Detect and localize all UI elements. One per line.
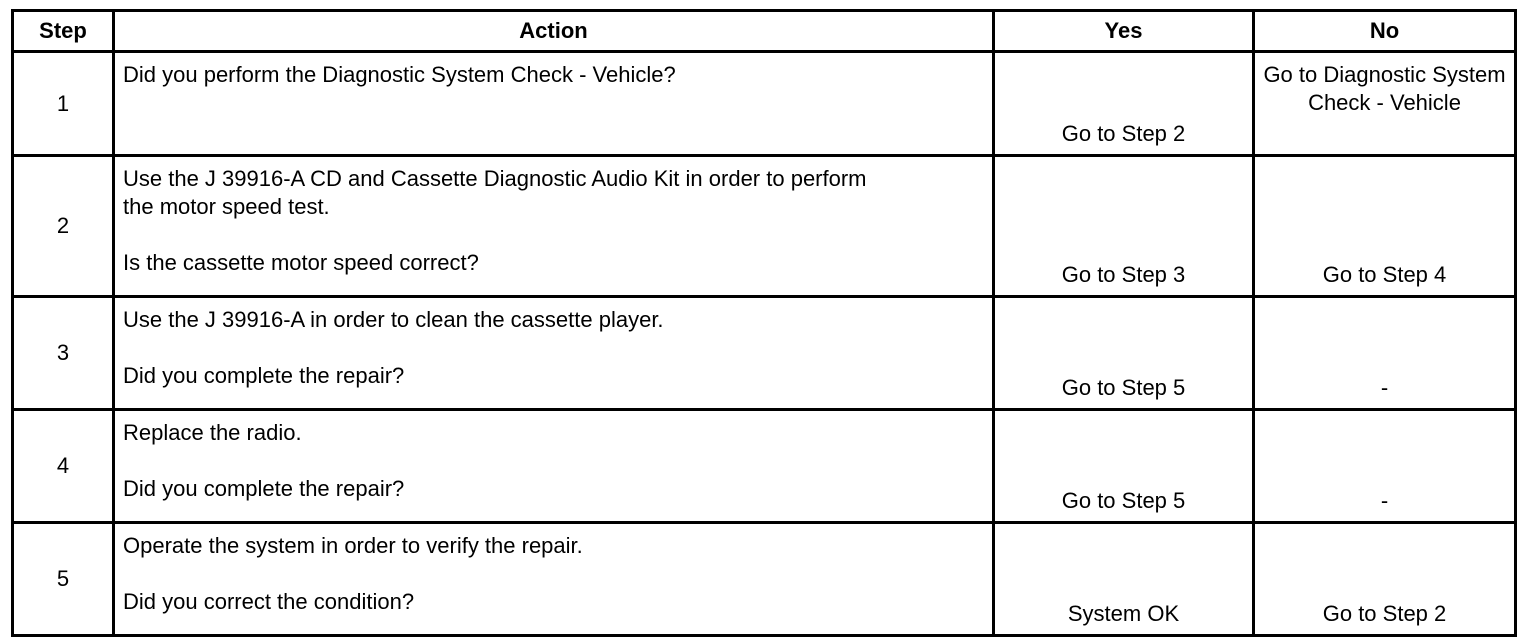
action-text: Did you perform the Diagnostic System Ch… bbox=[123, 62, 676, 87]
yes-cell: Go to Step 3 bbox=[992, 154, 1255, 298]
spacer bbox=[123, 447, 986, 475]
step-number: 4 bbox=[11, 408, 115, 524]
yes-cell: Go to Step 5 bbox=[992, 295, 1255, 411]
spacer bbox=[123, 221, 986, 249]
table-row: 2 Use the J 39916-A CD and Cassette Diag… bbox=[11, 154, 1517, 298]
step-number: 3 bbox=[11, 295, 115, 411]
action-text: Use the J 39916-A CD and Cassette Diagno… bbox=[123, 166, 867, 191]
table-row: 4 Replace the radio. Did you complete th… bbox=[11, 408, 1517, 524]
no-cell: Go to Step 4 bbox=[1252, 154, 1517, 298]
action-cell: Use the J 39916-A in order to clean the … bbox=[112, 295, 995, 411]
action-cell: Did you perform the Diagnostic System Ch… bbox=[112, 50, 995, 157]
header-step: Step bbox=[11, 9, 115, 53]
step-number: 5 bbox=[11, 521, 115, 637]
action-text: Replace the radio. bbox=[123, 420, 302, 445]
no-cell: - bbox=[1252, 408, 1517, 524]
action-cell: Operate the system in order to verify th… bbox=[112, 521, 995, 637]
header-yes: Yes bbox=[992, 9, 1255, 53]
no-text-line: Go to Diagnostic bbox=[1263, 62, 1427, 87]
diagnostic-table: Step Action Yes No 1 Did you perform the… bbox=[11, 9, 1517, 637]
table-row: 5 Operate the system in order to verify … bbox=[11, 521, 1517, 637]
header-action: Action bbox=[112, 9, 995, 53]
no-text-line: System Check - bbox=[1308, 62, 1506, 115]
table-row: 1 Did you perform the Diagnostic System … bbox=[11, 50, 1517, 157]
diagnostic-table-container: Step Action Yes No 1 Did you perform the… bbox=[11, 9, 1517, 637]
yes-cell: System OK bbox=[992, 521, 1255, 637]
no-cell: - bbox=[1252, 295, 1517, 411]
action-cell: Use the J 39916-A CD and Cassette Diagno… bbox=[112, 154, 995, 298]
table-row: 3 Use the J 39916-A in order to clean th… bbox=[11, 295, 1517, 411]
action-question: Did you correct the condition? bbox=[123, 589, 415, 614]
yes-cell: Go to Step 2 bbox=[992, 50, 1255, 157]
no-text-line: Vehicle bbox=[1389, 90, 1461, 115]
action-text: Operate the system in order to verify th… bbox=[123, 533, 583, 558]
spacer bbox=[123, 334, 986, 362]
no-cell: Go to Step 2 bbox=[1252, 521, 1517, 637]
action-cell: Replace the radio. Did you complete the … bbox=[112, 408, 995, 524]
header-no: No bbox=[1252, 9, 1517, 53]
yes-cell: Go to Step 5 bbox=[992, 408, 1255, 524]
step-number: 1 bbox=[11, 50, 115, 157]
action-question: Did you complete the repair? bbox=[123, 363, 405, 388]
table-header-row: Step Action Yes No bbox=[11, 9, 1517, 53]
action-question: Is the cassette motor speed correct? bbox=[123, 250, 479, 275]
action-text: the motor speed test. bbox=[123, 194, 330, 219]
action-text: Use the J 39916-A in order to clean the … bbox=[123, 307, 664, 332]
step-number: 2 bbox=[11, 154, 115, 298]
no-cell: Go to Diagnostic System Check - Vehicle bbox=[1252, 50, 1517, 157]
action-question: Did you complete the repair? bbox=[123, 476, 405, 501]
spacer bbox=[123, 560, 986, 588]
